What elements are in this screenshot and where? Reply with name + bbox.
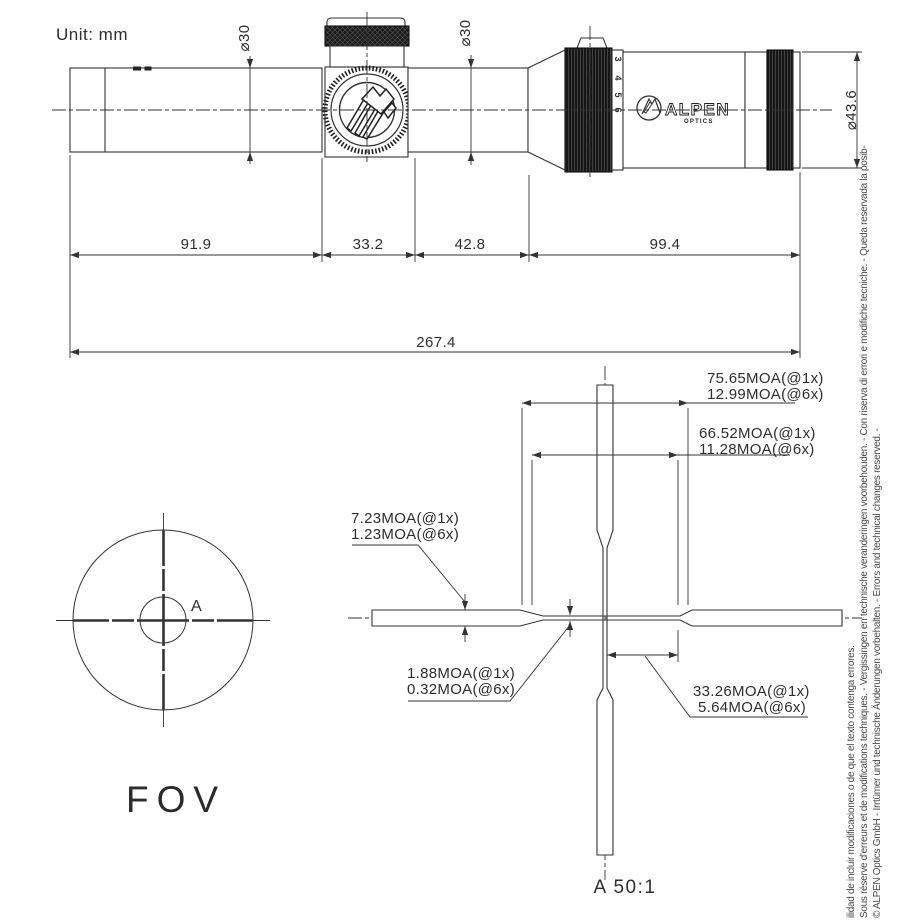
- dim-dia-eyepiece: ⌀43.6: [843, 89, 860, 131]
- scope-side-view: ALPEN OPTICS: [52, 12, 832, 177]
- mag-mark-6: 6: [613, 107, 623, 113]
- unit-label: Unit: mm: [56, 25, 128, 44]
- legal-note-line3: ilidad de incluir modificaciones o de qu…: [846, 645, 857, 918]
- brand-text: ALPEN: [665, 100, 730, 119]
- alpen-mountain-logo: [346, 85, 397, 140]
- reticle-posts: [371, 384, 843, 856]
- fov-title: FOV: [126, 779, 227, 820]
- moa-post-6x: 1.23MOA(@6x): [351, 525, 460, 543]
- legal-note-line2: Sous réserve d'erreurs et de modificatio…: [859, 145, 870, 918]
- mag-mark-5: 5: [613, 92, 623, 98]
- moa-inner-6x: 11.28MOA(@6x): [699, 440, 815, 458]
- moa-outer-1x: 75.65MOA(@1x): [707, 370, 824, 387]
- moa-post: 7.23MOA(@1x) 1.23MOA(@6x): [351, 511, 459, 542]
- centerlines: [52, 12, 832, 177]
- moa-inner: 66.52MOA(@1x) 11.28MOA(@6x): [699, 426, 816, 457]
- dim-len-overall: 267.4: [416, 334, 456, 351]
- moa-line-1x: 1.88MOA(@1x): [407, 665, 516, 682]
- dim-line-thickness: [408, 599, 574, 702]
- moa-outer-6x: 12.99MOA(@6x): [707, 385, 824, 403]
- moa-outer: 75.65MOA(@1x) 12.99MOA(@6x): [707, 371, 824, 402]
- reticle-scale-label: A 50:1: [593, 877, 657, 898]
- mag-mark-3: 3: [613, 56, 623, 62]
- moa-post-1x: 7.23MOA(@1x): [351, 510, 460, 527]
- alpen-optics-brandmark: ALPEN OPTICS: [636, 95, 730, 125]
- moa-inner-1x: 66.52MOA(@1x): [699, 425, 816, 442]
- reticle-diagram: [348, 366, 862, 880]
- moa-half-1x: 33.26MOA(@1x): [693, 683, 810, 700]
- dim-inner-width: [531, 451, 790, 605]
- moa-line: 1.88MOA(@1x) 0.32MOA(@6x): [407, 666, 515, 697]
- dim-len-eyepiece: 99.4: [649, 236, 681, 253]
- moa-line-6x: 0.32MOA(@6x): [407, 680, 516, 698]
- dim-outer-width: [521, 399, 795, 605]
- dim-dia-tube: ⌀30: [457, 19, 474, 47]
- scope-dimensions: [69, 51, 862, 358]
- brand-sub-text: OPTICS: [684, 119, 714, 125]
- dim-len-objective: 91.9: [180, 236, 212, 253]
- moa-half: 33.26MOA(@1x) 5.64MOA(@6x): [693, 684, 810, 715]
- fov-marker-a: A: [191, 598, 202, 615]
- dim-len-turret: 33.2: [352, 236, 384, 253]
- moa-half-6x: 5.64MOA(@6x): [698, 698, 807, 716]
- fov-diagram: [56, 513, 270, 727]
- dim-center-to-post: [607, 630, 808, 718]
- dim-post-thickness: [352, 544, 469, 642]
- legal-note-line1: © ALPEN Optics GmbH - Irrtümer und techn…: [872, 428, 883, 918]
- mag-mark-4: 4: [613, 75, 623, 81]
- dim-len-mid: 42.8: [454, 236, 486, 253]
- dim-dia-objective: ⌀30: [236, 24, 253, 52]
